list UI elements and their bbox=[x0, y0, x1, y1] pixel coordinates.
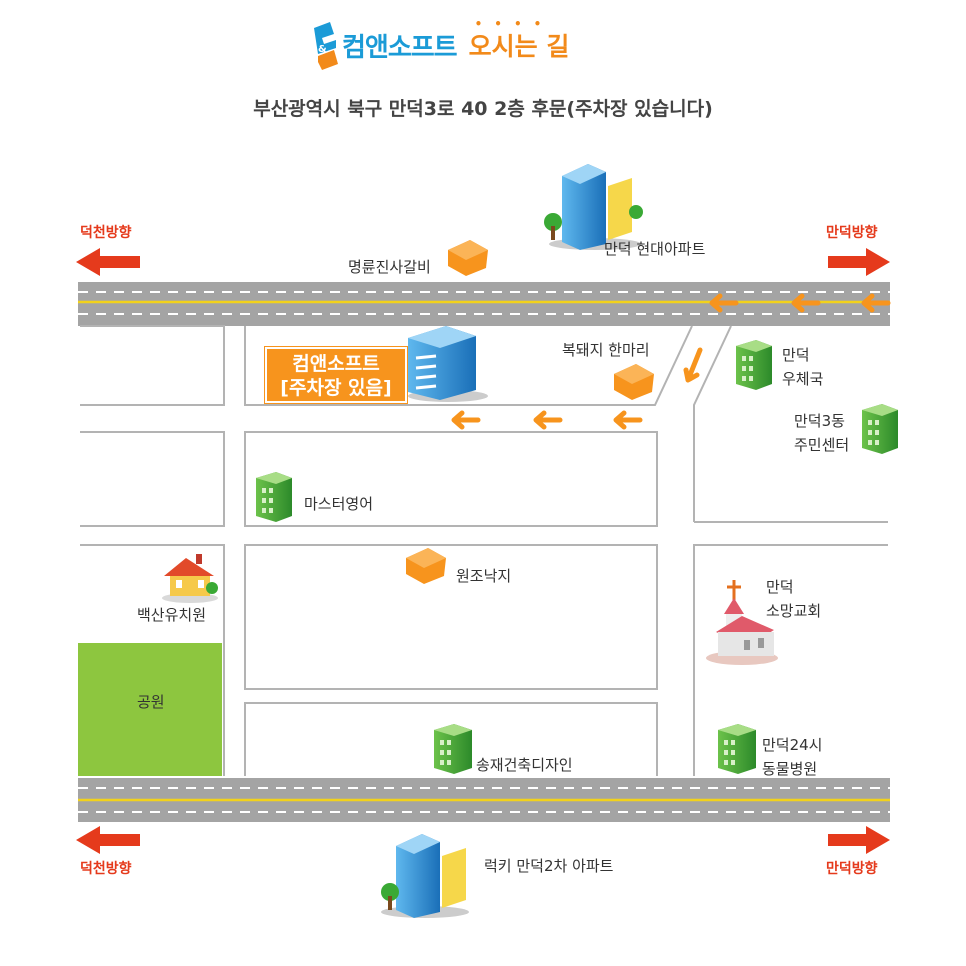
post-office-icon bbox=[736, 340, 772, 390]
label-master-english: 마스터영어 bbox=[304, 495, 374, 513]
brand-name: 컴앤소프트 bbox=[342, 32, 458, 63]
wonjo-icon bbox=[406, 548, 446, 584]
community-center-icon bbox=[862, 404, 898, 454]
label-songjae: 송재건축디자인 bbox=[476, 756, 573, 774]
pork-restaurant-icon bbox=[614, 364, 654, 400]
label-kindergarten: 백산유치원 bbox=[137, 606, 207, 624]
master-english-icon bbox=[256, 472, 292, 522]
direction-top-right: 만덕방향 bbox=[826, 225, 878, 241]
company-label: 컴앤소프트 [주차장 있음] bbox=[265, 347, 407, 403]
park-area bbox=[78, 643, 222, 776]
kindergarten-icon bbox=[162, 554, 218, 603]
label-church-2: 소망교회 bbox=[766, 602, 822, 620]
galbi-icon bbox=[448, 240, 488, 276]
bottom-main-road bbox=[78, 778, 890, 822]
label-park: 공원 bbox=[137, 693, 165, 711]
label-post-office-2: 우체국 bbox=[782, 370, 824, 388]
company-building-icon bbox=[408, 326, 488, 402]
lucky-apartment-icon bbox=[381, 834, 469, 918]
label-lucky-apt: 럭키 만덕2차 아파트 bbox=[484, 857, 614, 875]
label-post-office-1: 만덕 bbox=[782, 346, 810, 364]
label-galbi: 명륜진사갈비 bbox=[348, 258, 431, 276]
church-icon bbox=[706, 580, 778, 665]
hyundai-apartment-icon bbox=[544, 164, 643, 250]
address-text: 부산광역시 북구 만덕3로 40 2층 후문(주차장 있습니다) bbox=[253, 98, 713, 120]
svg-text:&: & bbox=[318, 44, 327, 55]
label-church-1: 만덕 bbox=[766, 578, 794, 596]
tagline: •••• 오시는 길 bbox=[468, 17, 570, 63]
company-logo-icon: & bbox=[314, 22, 338, 70]
vet-hospital-icon bbox=[718, 724, 756, 774]
header-title: 컴앤소프트 •••• 오시는 길 bbox=[310, 17, 570, 70]
songjae-icon bbox=[434, 724, 472, 774]
top-main-road bbox=[78, 282, 890, 326]
company-label-parking: [주차장 있음] bbox=[280, 377, 392, 399]
direction-bottom-left: 덕천방향 bbox=[80, 861, 132, 877]
label-pork: 복돼지 한마리 bbox=[562, 341, 650, 359]
label-vet-2: 동물병원 bbox=[762, 760, 818, 778]
label-hyundai-apt: 만덕 현대아파트 bbox=[604, 240, 706, 258]
label-wonjo: 원조낙지 bbox=[456, 567, 512, 585]
company-label-name: 컴앤소프트 bbox=[292, 353, 380, 375]
label-vet-1: 만덕24시 bbox=[762, 736, 823, 754]
route-arrows bbox=[451, 293, 891, 430]
direction-top-left: 덕천방향 bbox=[80, 225, 132, 241]
tagline-dots: •••• bbox=[474, 17, 554, 31]
street-outlines bbox=[80, 325, 888, 776]
label-community-1: 만덕3동 bbox=[794, 412, 845, 430]
direction-bottom-right: 만덕방향 bbox=[826, 861, 878, 877]
label-community-2: 주민센터 bbox=[794, 436, 850, 454]
red-direction-arrows bbox=[76, 248, 890, 854]
tagline-text: 오시는 길 bbox=[468, 32, 570, 61]
